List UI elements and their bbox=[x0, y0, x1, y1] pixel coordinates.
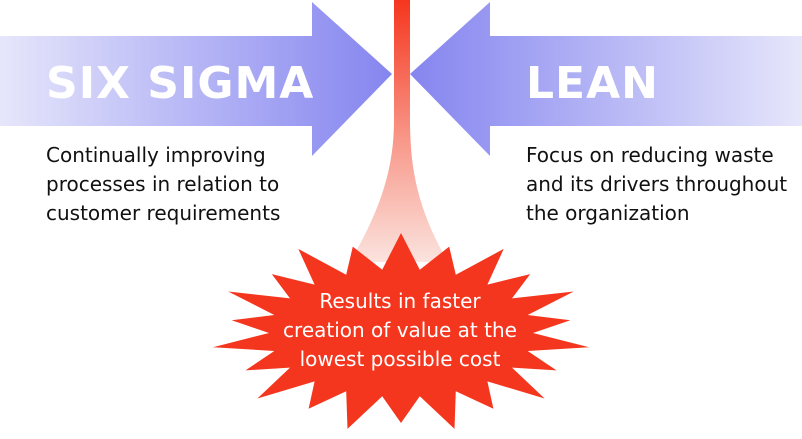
six-sigma-description: Continually improving processes in relat… bbox=[46, 141, 280, 228]
result-text: Results in faster creation of value at t… bbox=[270, 287, 530, 374]
lean-description-line: and its drivers throughout bbox=[526, 172, 788, 196]
result-text-line: lowest possible cost bbox=[299, 347, 501, 371]
result-starburst bbox=[212, 233, 590, 429]
result-text-line: Results in faster bbox=[319, 289, 481, 313]
lean-arrow bbox=[410, 2, 802, 156]
convergence-stem bbox=[350, 0, 448, 262]
six-sigma-title: SIX SIGMA bbox=[46, 58, 315, 109]
six-sigma-description-line: Continually improving bbox=[46, 143, 266, 167]
result-text-line: creation of value at the bbox=[283, 318, 517, 342]
six-sigma-arrow bbox=[0, 2, 392, 156]
lean-description-line: the organization bbox=[526, 201, 690, 225]
lean-description-line: Focus on reducing waste bbox=[526, 143, 774, 167]
lean-description: Focus on reducing waste and its drivers … bbox=[526, 141, 787, 228]
lean-title: LEAN bbox=[526, 58, 659, 109]
six-sigma-description-line: customer requirements bbox=[46, 201, 281, 225]
six-sigma-description-line: processes in relation to bbox=[46, 172, 280, 196]
